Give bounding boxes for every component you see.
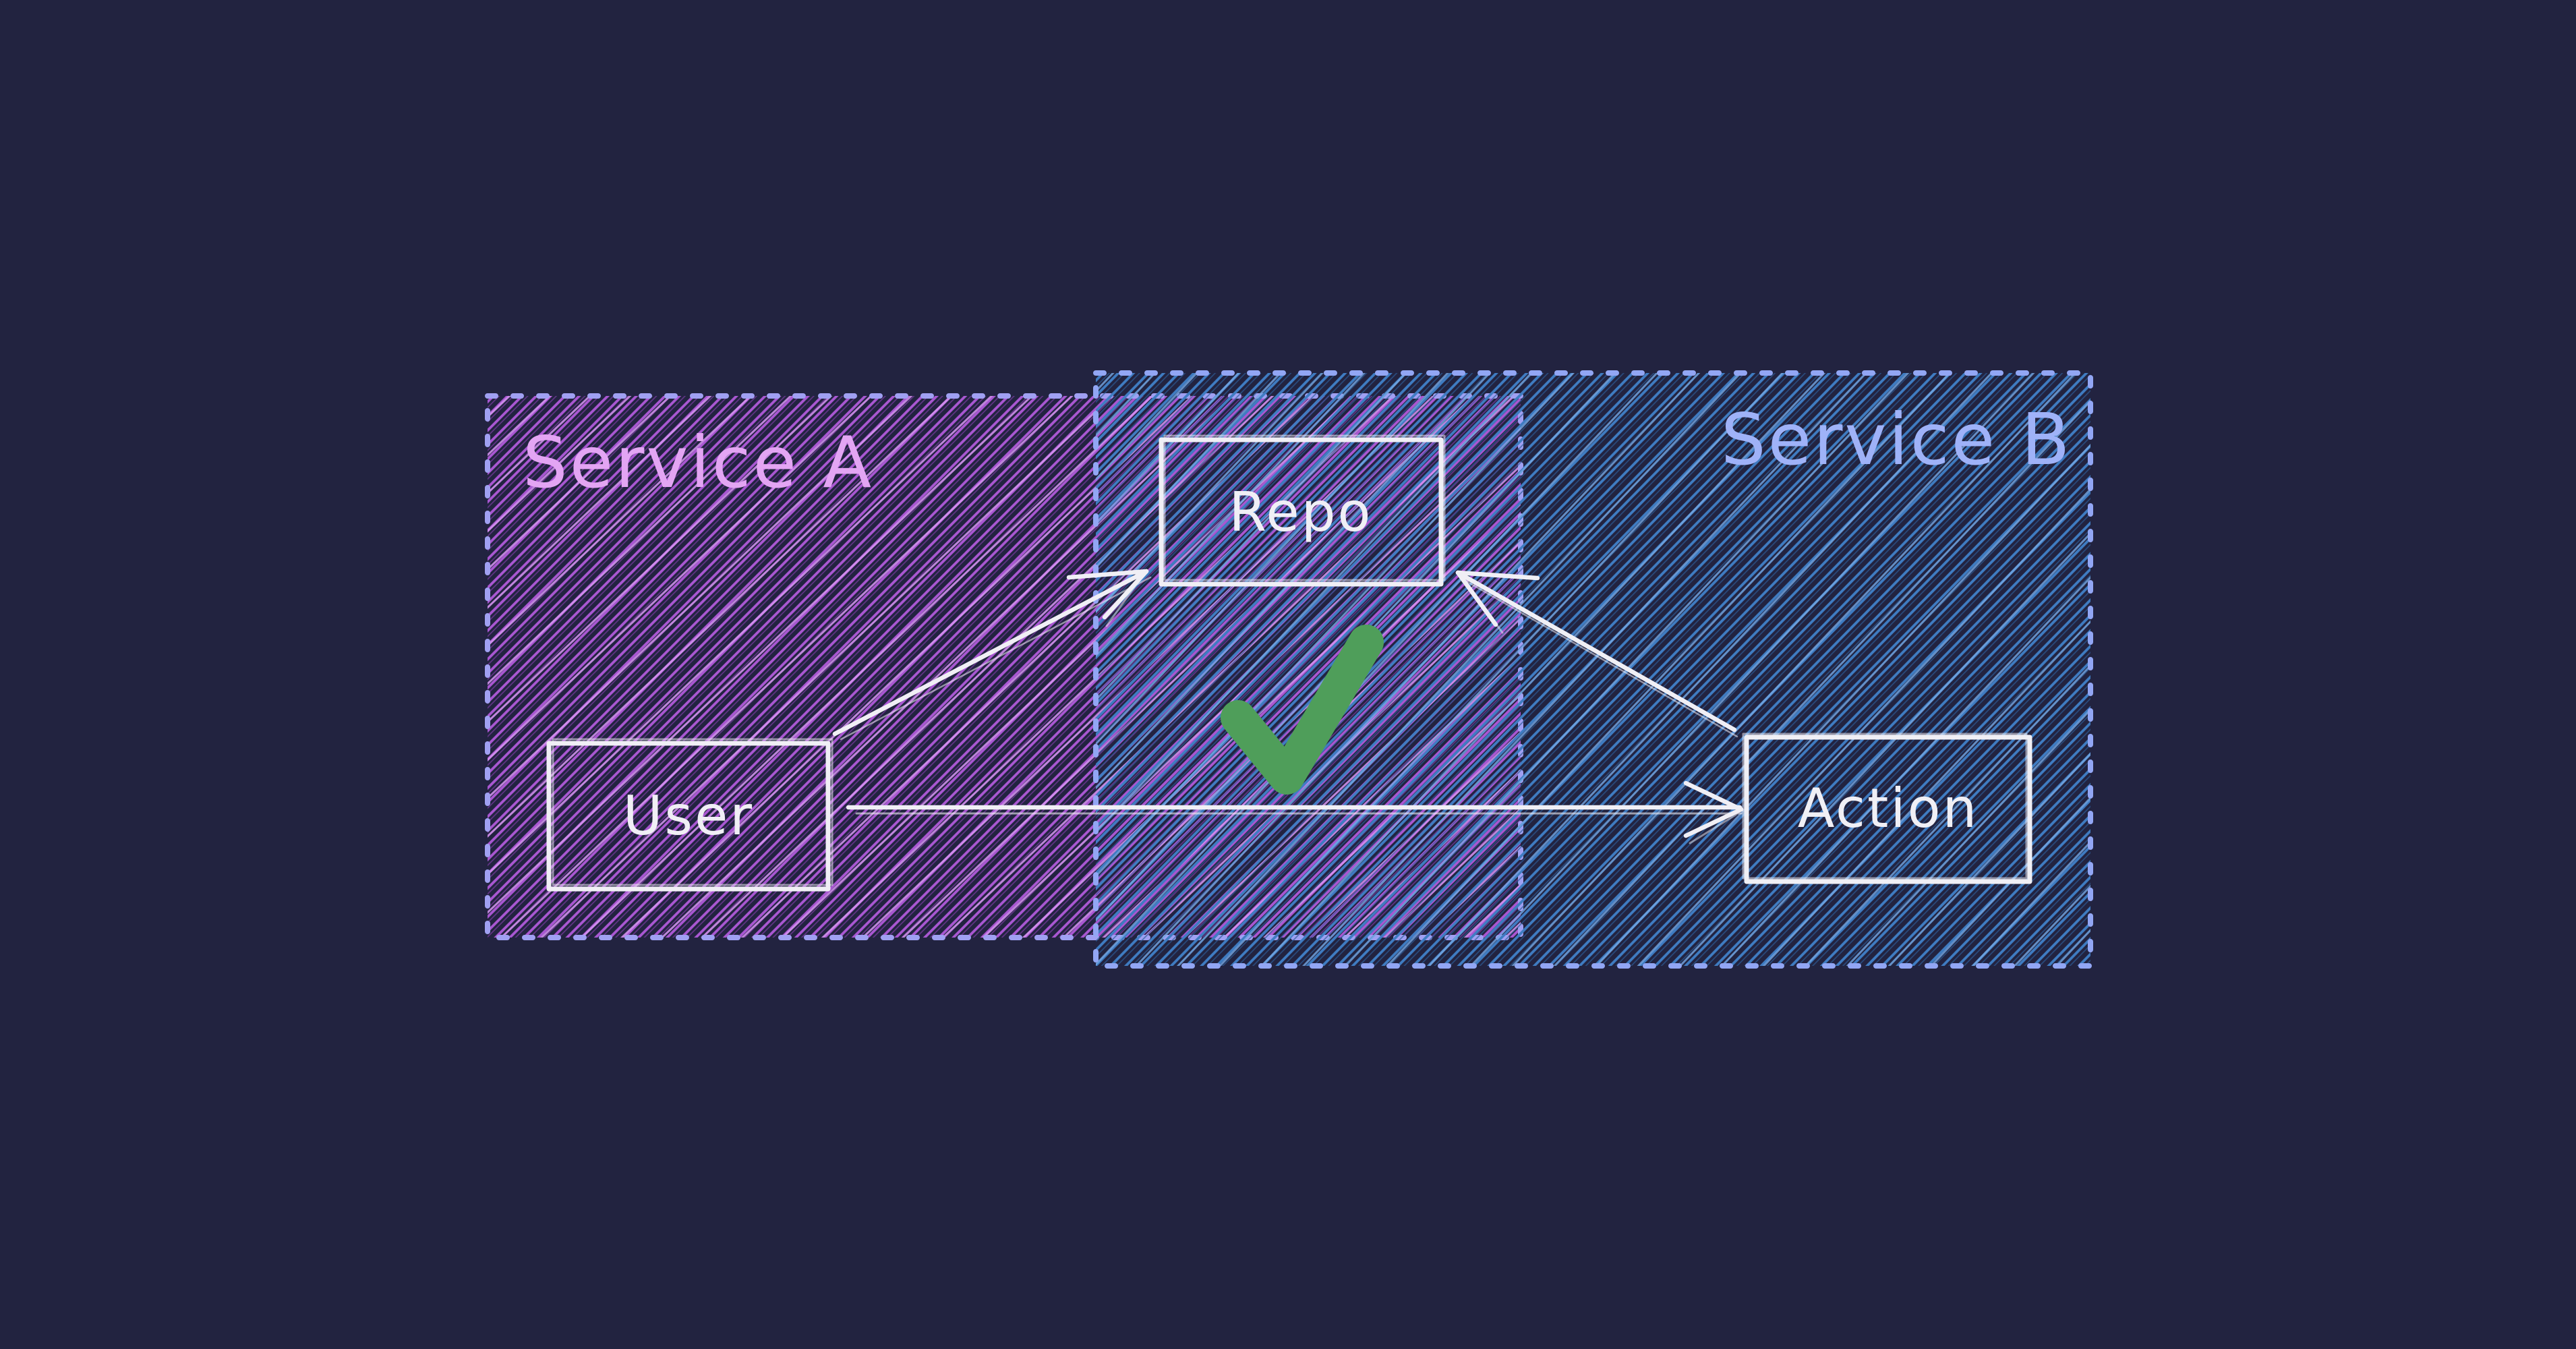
arrow-action-to-repo-wing-upper bbox=[1455, 570, 1540, 581]
repo-label: Repo bbox=[1229, 481, 1373, 544]
user-label: User bbox=[623, 784, 754, 847]
arrow-user-to-action-wing-upper bbox=[1683, 780, 1744, 812]
service-b-label: Service B bbox=[1721, 399, 2072, 481]
service-b-border bbox=[1093, 370, 2093, 969]
node-user: User bbox=[546, 738, 833, 892]
user-box bbox=[546, 741, 831, 892]
service-b-hatch-light bbox=[1096, 373, 2090, 966]
arrow-user-to-repo bbox=[832, 569, 1152, 741]
checkmark-icon bbox=[1221, 625, 1384, 795]
arrow-user-to-repo-wing-upper bbox=[1066, 569, 1149, 580]
arrow-user-to-repo-shaft-sketch bbox=[840, 576, 1152, 741]
arrow-user-to-action bbox=[846, 780, 1744, 844]
action-box bbox=[1744, 735, 2032, 884]
repo-box bbox=[1159, 437, 1444, 587]
action-box-sketch bbox=[1742, 733, 2028, 880]
action-label: Action bbox=[1798, 777, 1979, 840]
repo-box-sketch bbox=[1163, 434, 1446, 581]
arrow-action-to-repo-shaft-sketch bbox=[1461, 577, 1738, 738]
user-box-sketch bbox=[552, 738, 833, 886]
arrow-user-to-repo-shaft bbox=[832, 569, 1149, 737]
arrow-user-to-action-wing-lower bbox=[1683, 807, 1744, 838]
service-a-border bbox=[485, 393, 1523, 940]
arrow-action-to-repo-wing-sketch bbox=[1462, 577, 1504, 634]
service-b-region: Service B bbox=[1093, 370, 2093, 969]
service-a-label: Service A bbox=[523, 422, 873, 504]
arrow-user-to-action-wing-sketch bbox=[1689, 813, 1737, 844]
arrow-user-to-repo-wing-sketch bbox=[1105, 575, 1144, 627]
arrow-action-to-repo bbox=[1455, 570, 1738, 738]
node-repo: Repo bbox=[1159, 434, 1446, 587]
arrow-action-to-repo-shaft bbox=[1455, 570, 1737, 733]
node-action: Action bbox=[1742, 733, 2032, 884]
